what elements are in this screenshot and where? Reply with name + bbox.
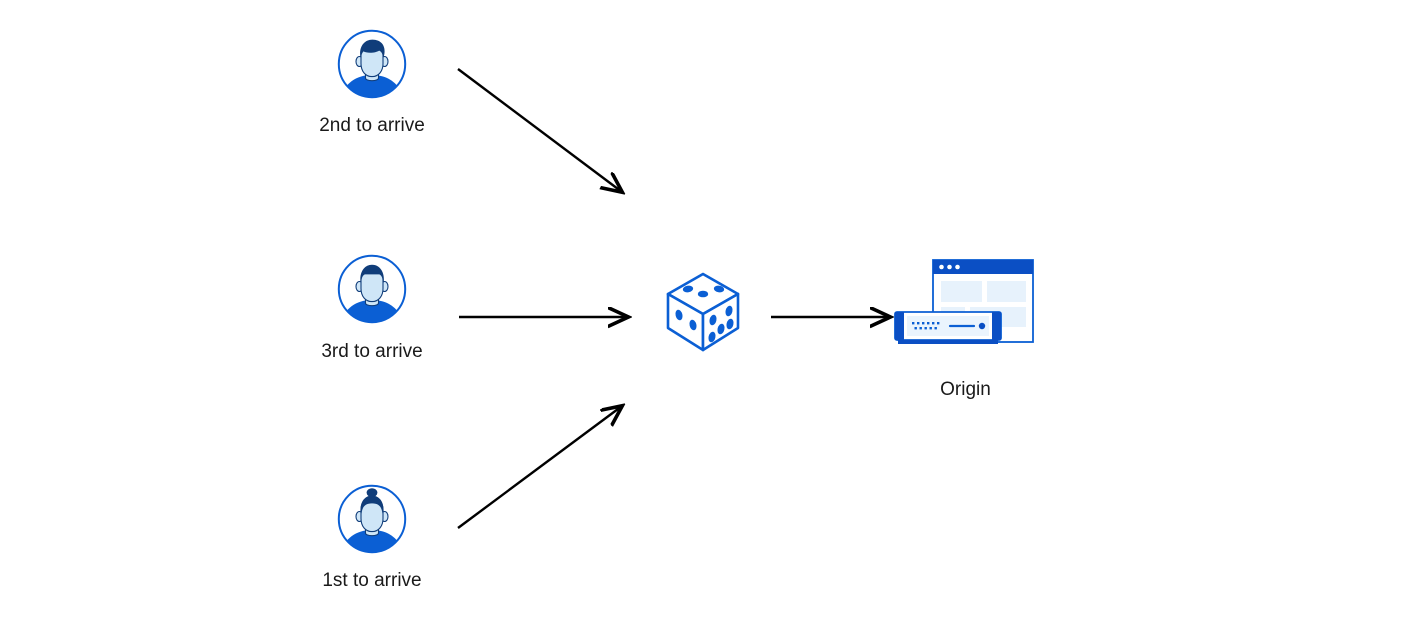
client-label-2nd: 2nd to arrive <box>319 115 425 136</box>
randomizer-node[interactable] <box>660 268 746 354</box>
arrow-2nd-to-dice <box>457 68 622 192</box>
client-label-1st: 1st to arrive <box>322 570 422 591</box>
origin-label: Origin <box>940 379 991 400</box>
client-node-3rd[interactable] <box>336 253 408 325</box>
arrow-1st-to-dice <box>457 406 622 529</box>
origin-server-icon <box>894 259 1034 344</box>
dice-icon <box>666 272 740 352</box>
user-avatar-icon <box>337 29 407 99</box>
client-node-1st[interactable] <box>336 483 408 555</box>
user-avatar-icon <box>337 254 407 324</box>
client-label-3rd: 3rd to arrive <box>321 341 423 362</box>
origin-node[interactable] <box>893 255 1038 365</box>
user-avatar-icon <box>337 484 407 554</box>
server-appliance-icon <box>894 311 1002 344</box>
client-node-2nd[interactable] <box>336 28 408 100</box>
